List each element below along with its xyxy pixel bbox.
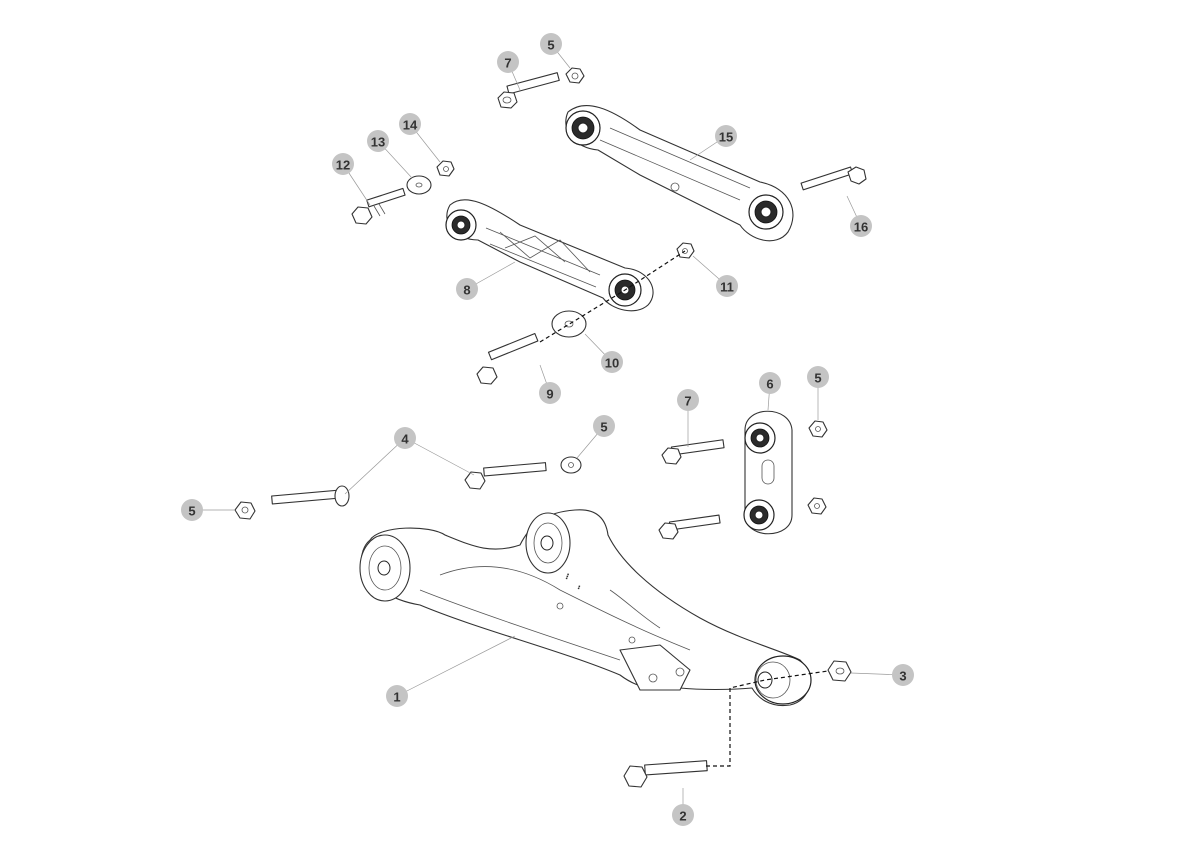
callout-label-13: 13 bbox=[371, 135, 385, 150]
callout-label-8: 8 bbox=[463, 283, 470, 298]
part-5-washer-upper bbox=[565, 67, 585, 84]
part-9-bolt bbox=[476, 333, 539, 385]
part-6-drop-link bbox=[743, 410, 793, 535]
callout-5-top: 5 bbox=[540, 33, 562, 55]
callout-label-5-center: 5 bbox=[600, 420, 607, 435]
callout-16: 16 bbox=[850, 215, 872, 237]
part-15-upper-link bbox=[565, 105, 794, 242]
callout-9: 9 bbox=[539, 382, 561, 404]
part-5-nut-droplink-upper bbox=[808, 420, 828, 438]
callout-10: 10 bbox=[601, 351, 623, 373]
part-7-bolt-upper bbox=[497, 72, 560, 109]
part-7-bolt-droplink-upper bbox=[661, 439, 725, 465]
callout-label-1: 1 bbox=[393, 690, 400, 705]
callout-5-right: 5 bbox=[807, 366, 829, 388]
svg-text:▪▪: ▪▪ bbox=[576, 585, 583, 591]
callout-label-11: 11 bbox=[720, 280, 734, 295]
svg-text:▪▪▪: ▪▪▪ bbox=[564, 573, 572, 581]
part-5-nut-droplink-lower bbox=[807, 497, 827, 515]
assembly-line-rear-bushing bbox=[706, 670, 829, 767]
callout-label-6: 6 bbox=[766, 377, 773, 392]
callout-4: 4 bbox=[394, 427, 416, 449]
callout-7-top: 7 bbox=[497, 51, 519, 73]
callout-label-5-top: 5 bbox=[547, 38, 554, 53]
part-14-nut bbox=[436, 160, 455, 177]
callout-5-left: 5 bbox=[181, 499, 203, 521]
callout-label-16: 16 bbox=[854, 220, 868, 235]
callout-1: 1 bbox=[386, 685, 408, 707]
part-12-bolt bbox=[351, 187, 406, 225]
callout-13: 13 bbox=[367, 130, 389, 152]
part-3-nut bbox=[827, 660, 852, 682]
callout-label-4: 4 bbox=[401, 432, 409, 447]
callout-12: 12 bbox=[332, 153, 354, 175]
callout-5-center: 5 bbox=[593, 415, 615, 437]
part-16-bolt bbox=[800, 166, 867, 191]
part-11-washer bbox=[676, 242, 695, 259]
callout-label-9: 9 bbox=[546, 387, 553, 402]
assembly-line-link-8 bbox=[539, 250, 686, 343]
callout-11: 11 bbox=[716, 275, 738, 297]
callout-7-right: 7 bbox=[677, 389, 699, 411]
callout-label-10: 10 bbox=[605, 356, 619, 371]
callout-2: 2 bbox=[672, 804, 694, 826]
callout-label-15: 15 bbox=[719, 130, 733, 145]
part-10-washer bbox=[551, 310, 587, 338]
part-1-control-arm: ▪▪▪ ▪▪ bbox=[359, 509, 812, 707]
callout-8: 8 bbox=[456, 278, 478, 300]
callout-label-7-right: 7 bbox=[684, 394, 691, 409]
callout-6: 6 bbox=[759, 372, 781, 394]
callout-label-3: 3 bbox=[899, 669, 906, 684]
part-5-washer-center bbox=[560, 456, 582, 474]
part-13-washer bbox=[406, 175, 432, 195]
part-5-nut-left bbox=[234, 501, 256, 520]
callout-label-5-left: 5 bbox=[188, 504, 195, 519]
callout-3: 3 bbox=[892, 664, 914, 686]
part-4-bolt-left bbox=[271, 485, 350, 507]
callout-label-5-right: 5 bbox=[814, 371, 821, 386]
callout-label-7-top: 7 bbox=[504, 56, 511, 71]
part-8-link bbox=[445, 199, 654, 312]
callout-label-12: 12 bbox=[336, 158, 350, 173]
callout-14: 14 bbox=[399, 113, 421, 135]
part-4-bolt-center bbox=[464, 462, 547, 490]
part-2-bolt bbox=[623, 760, 708, 788]
callout-label-2: 2 bbox=[679, 809, 686, 824]
callout-15: 15 bbox=[715, 125, 737, 147]
callout-label-14: 14 bbox=[403, 118, 418, 133]
part-7-bolt-droplink-lower bbox=[658, 514, 721, 540]
